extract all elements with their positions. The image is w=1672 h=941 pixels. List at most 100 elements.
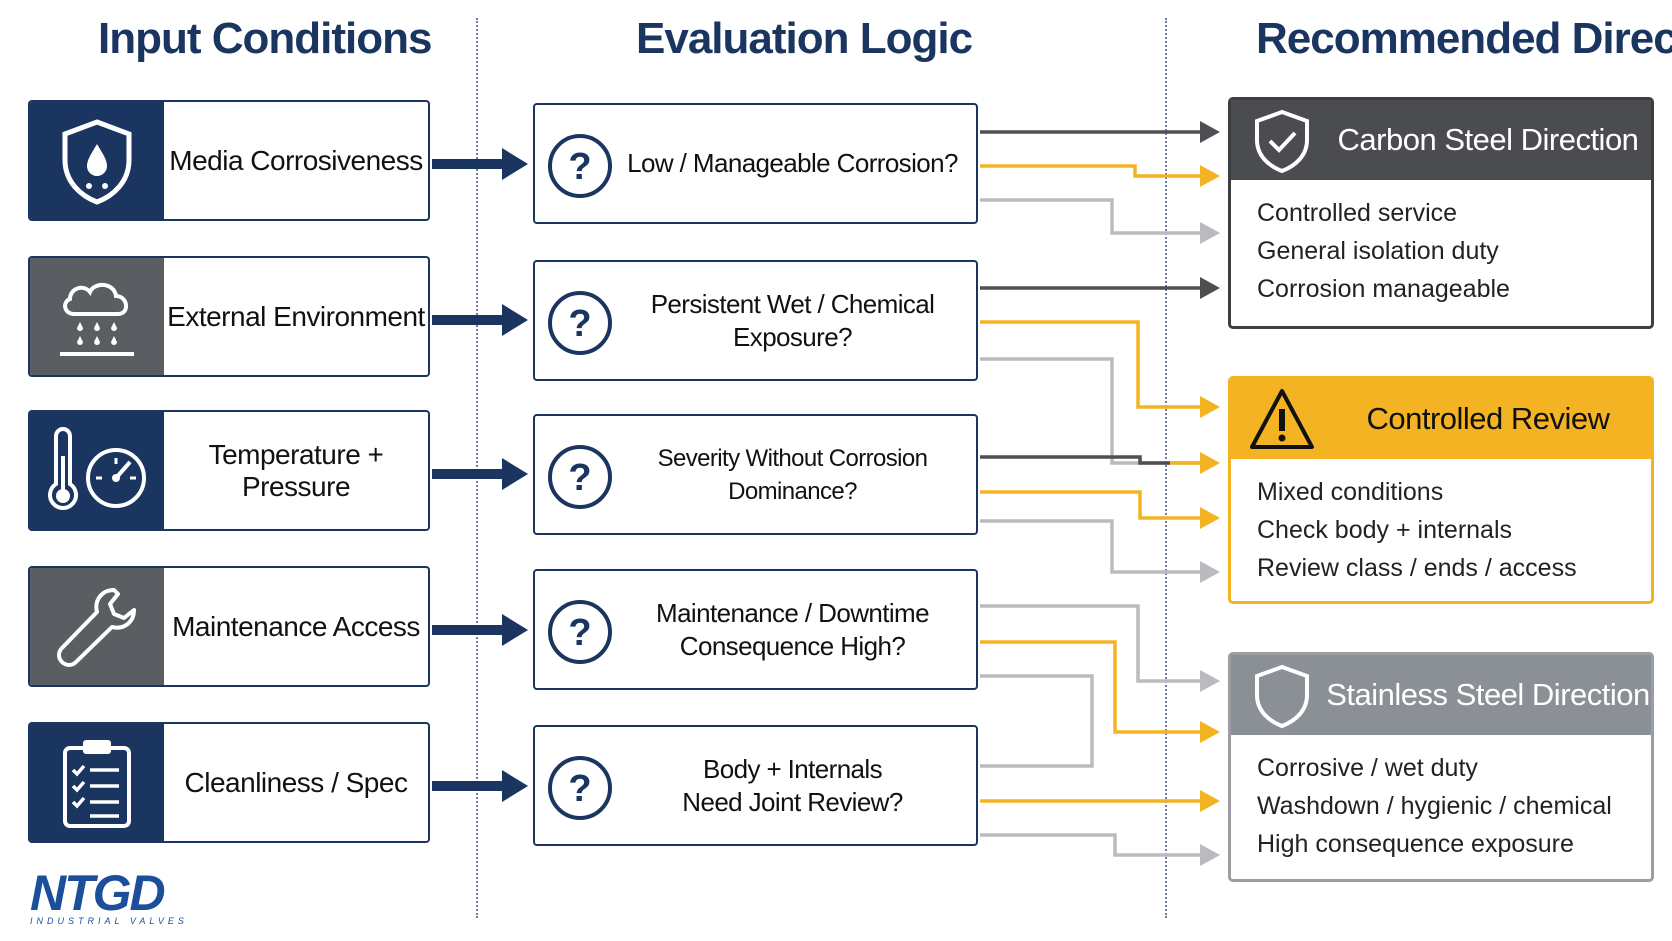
direction-items: Controlled service General isolation dut…	[1231, 180, 1651, 308]
input-label: Cleanliness / Spec	[184, 766, 408, 798]
logic-severity-without-corrosion: ? Severity Without Corrosion Dominance?	[533, 414, 978, 535]
logic-label: Maintenance / Downtime Consequence High?	[615, 571, 970, 688]
question-icon: ?	[548, 291, 612, 355]
direction-item: Washdown / hygienic / chemical	[1257, 792, 1612, 820]
logic-persistent-wet-chemical: ? Persistent Wet / Chemical Exposure?	[533, 260, 978, 381]
head-1	[1200, 121, 1220, 143]
company-logo: NTGD INDUSTRIAL VALVES	[30, 868, 230, 928]
thermometer-gauge-icon	[30, 412, 164, 529]
head-12	[1200, 844, 1220, 866]
direction-title: Stainless Steel Direction	[1326, 677, 1650, 712]
direction-title: Carbon Steel Direction	[1337, 122, 1639, 157]
direction-items: Mixed conditions Check body + internals …	[1231, 459, 1651, 587]
column-divider-right	[1165, 18, 1167, 918]
logic-line-1: Maintenance / Downtime	[656, 597, 930, 628]
rain-cloud-icon	[30, 258, 164, 375]
direction-item: Controlled service	[1257, 199, 1458, 227]
direction-item: General isolation duty	[1257, 237, 1499, 265]
input-label: Media Corrosiveness	[169, 144, 423, 176]
arrow-l3-review-dark	[980, 455, 1170, 465]
logo-text: NTGD	[30, 865, 166, 921]
direction-header: Carbon Steel Direction	[1231, 100, 1651, 180]
head-9	[1200, 670, 1220, 692]
arrow-l4-stainless-amber	[980, 640, 1208, 734]
shield-icon	[1255, 664, 1309, 729]
direction-carbon-steel: Carbon Steel Direction Controlled servic…	[1228, 97, 1654, 329]
input-external-environment: External Environment	[28, 256, 430, 377]
arrow-l2-review-amber	[980, 320, 1208, 409]
shield-droplet-icon	[30, 102, 164, 219]
clipboard-checklist-icon	[30, 724, 164, 841]
arrow-l1-carbon-light	[980, 198, 1208, 235]
logic-line-2: Need Joint Review?	[682, 786, 903, 817]
logic-line-1: Body + Internals	[702, 753, 883, 784]
head-10	[1200, 721, 1220, 743]
arrow-l4-stainless-light	[980, 604, 1208, 683]
head-5	[1200, 396, 1220, 418]
direction-item: Mixed conditions	[1257, 478, 1444, 506]
input-cleanliness-spec: Cleanliness / Spec	[28, 722, 430, 843]
logic-line-1: Low / Manageable Corrosion?	[627, 148, 958, 178]
arrow-l4-stainless-light-2	[980, 674, 1094, 768]
direction-title: Controlled Review	[1366, 401, 1610, 436]
input-arrow-1	[432, 148, 528, 180]
direction-item: Corrosion manageable	[1257, 275, 1510, 303]
input-label: Temperature + Pressure	[208, 438, 384, 502]
input-maintenance-access: Maintenance Access	[28, 566, 430, 687]
input-media-corrosiveness: Media Corrosiveness	[28, 100, 430, 221]
input-temperature-pressure: Temperature + Pressure	[28, 410, 430, 531]
direction-item: Check body + internals	[1257, 516, 1513, 544]
arrow-l1-carbon-amber	[980, 164, 1208, 178]
svg-text:?: ?	[568, 303, 591, 345]
shield-check-icon	[1255, 109, 1309, 174]
recommended-direction-title: Recommended Direction	[1256, 14, 1672, 63]
logic-label: Persistent Wet / Chemical Exposure?	[615, 262, 970, 379]
logic-body-internals: ? Body + Internals Need Joint Review?	[533, 725, 978, 846]
direction-item: Review class / ends / access	[1257, 554, 1577, 582]
logic-maintenance-downtime: ? Maintenance / Downtime Consequence Hig…	[533, 569, 978, 690]
input-label: External Environment	[167, 300, 425, 332]
svg-text:?: ?	[568, 146, 591, 188]
direction-items: Corrosive / wet duty Washdown / hygienic…	[1231, 735, 1651, 863]
direction-controlled-review: Controlled Review Mixed conditions Check…	[1228, 376, 1654, 604]
column-divider-left	[476, 18, 478, 918]
arrow-l3-review-light	[980, 519, 1208, 574]
logic-line-1: Severity Without Corrosion Dominance?	[657, 444, 928, 505]
question-icon: ?	[548, 445, 612, 509]
svg-text:?: ?	[568, 457, 591, 499]
input-arrow-5	[432, 770, 528, 802]
direction-stainless-steel: Stainless Steel Direction Corrosive / we…	[1228, 652, 1654, 882]
input-arrow-3	[432, 458, 528, 490]
head-4	[1200, 277, 1220, 299]
head-7	[1200, 507, 1220, 529]
logic-line-1: Persistent Wet / Chemical Exposure?	[650, 288, 935, 352]
direction-item: High consequence exposure	[1257, 830, 1574, 858]
head-3	[1200, 222, 1220, 244]
logic-low-manageable-corrosion: ? Low / Manageable Corrosion?	[533, 103, 978, 224]
head-6	[1200, 452, 1220, 474]
head-2	[1200, 165, 1220, 187]
svg-text:?: ?	[568, 768, 591, 810]
arrow-l3-review-amber-2	[980, 490, 1208, 520]
question-icon: ?	[548, 600, 612, 664]
input-to-logic-arrows	[432, 148, 528, 802]
direction-item: Corrosive / wet duty	[1257, 754, 1478, 782]
input-arrow-2	[432, 304, 528, 336]
direction-header: Controlled Review	[1231, 379, 1651, 459]
input-arrow-4	[432, 614, 528, 646]
logo-subtitle: INDUSTRIAL VALVES	[30, 916, 188, 926]
logic-line-2: Consequence High?	[679, 630, 906, 661]
input-label: Maintenance Access	[172, 610, 420, 642]
question-icon: ?	[548, 756, 612, 820]
head-11	[1200, 790, 1220, 812]
wrench-icon	[30, 568, 164, 685]
arrow-l5-stainless-light	[980, 833, 1208, 857]
logic-label: Body + Internals Need Joint Review?	[615, 727, 970, 844]
warning-triangle-icon	[1250, 389, 1314, 449]
direction-header: Stainless Steel Direction	[1231, 655, 1651, 735]
question-icon: ?	[548, 134, 612, 198]
svg-text:?: ?	[568, 612, 591, 654]
evaluation-logic-title: Evaluation Logic	[636, 14, 973, 63]
head-8	[1200, 561, 1220, 583]
